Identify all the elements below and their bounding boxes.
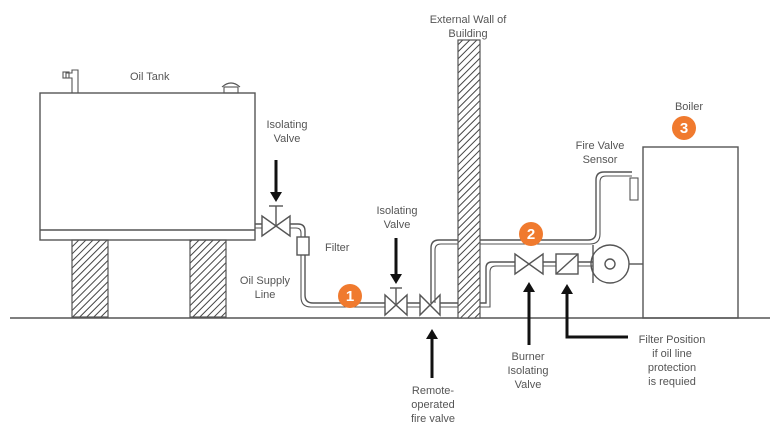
tank-leg-right — [189, 239, 227, 318]
mid-isolating-valve — [384, 287, 408, 317]
label-filter-position-line4: is requied — [648, 376, 696, 388]
label-filter-position-line3: protection — [648, 362, 696, 374]
oil-supply-line-inner — [255, 227, 458, 308]
badge-3-number: 3 — [680, 120, 688, 137]
oil-tank — [39, 92, 256, 241]
fire-valve-capillary — [430, 171, 632, 303]
label-tank-valve-line2: Valve — [274, 133, 301, 145]
badge-2-circle — [519, 222, 543, 246]
tank-leg-left — [71, 239, 109, 318]
badge-2-number: 2 — [527, 226, 535, 243]
label-remote-valve-line1: Remote- — [412, 385, 455, 397]
label-oil-tank: Oil Tank — [130, 71, 170, 83]
arrow-burner-valve — [523, 282, 535, 345]
badge-1-circle — [338, 284, 362, 308]
label-external-wall-line2: Building — [448, 28, 487, 40]
badge-1: 1 — [338, 284, 362, 308]
label-burner-valve-line3: Valve — [515, 379, 542, 391]
badge-3-circle — [672, 116, 696, 140]
badge-2: 2 — [519, 222, 543, 246]
label-burner-valve-line2: Isolating — [508, 365, 549, 377]
badge-3: 3 — [672, 116, 696, 140]
label-external-wall-line1: External Wall of — [430, 14, 508, 26]
label-remote-valve-line3: fire valve — [411, 413, 455, 425]
label-mid-valve-line1: Isolating — [377, 205, 418, 217]
label-burner-valve-line1: Burner — [511, 351, 544, 363]
pipe-to-boiler — [480, 261, 593, 304]
fire-valve-capillary-inner — [434, 175, 632, 303]
arrow-remote-valve — [426, 329, 438, 378]
label-boiler: Boiler — [675, 101, 703, 113]
tank-gauge-fitting — [221, 82, 241, 94]
label-filter-position-line1: Filter Position — [639, 334, 706, 346]
label-oil-supply-line2: Line — [255, 289, 276, 301]
filter — [296, 236, 310, 256]
label-fire-sensor-line1: Fire Valve — [576, 140, 625, 152]
label-mid-valve-line2: Valve — [384, 219, 411, 231]
arrow-filter-position — [561, 284, 628, 339]
fire-valve-sensor — [629, 177, 639, 201]
burner-isolating-valve — [514, 252, 544, 276]
remote-fire-valve — [419, 293, 441, 317]
tank-vent-fitting — [62, 69, 79, 93]
label-filter: Filter — [325, 242, 350, 254]
burner-unit — [590, 244, 643, 284]
label-filter-position-line2: if oil line — [652, 348, 692, 360]
label-tank-valve-line1: Isolating — [267, 119, 308, 131]
boiler — [642, 146, 739, 319]
arrow-mid-valve — [390, 238, 402, 284]
pipe-to-boiler-inner — [480, 265, 593, 308]
tank-isolating-valve — [261, 205, 291, 238]
external-wall — [457, 39, 481, 319]
filter-position-box — [555, 253, 579, 275]
label-remote-valve-line2: operated — [411, 399, 454, 411]
arrow-tank-valve — [270, 160, 282, 202]
oil-supply-line — [255, 223, 458, 304]
label-oil-supply-line1: Oil Supply — [240, 275, 291, 287]
label-fire-sensor-line2: Sensor — [583, 154, 618, 166]
badge-1-number: 1 — [346, 288, 354, 305]
